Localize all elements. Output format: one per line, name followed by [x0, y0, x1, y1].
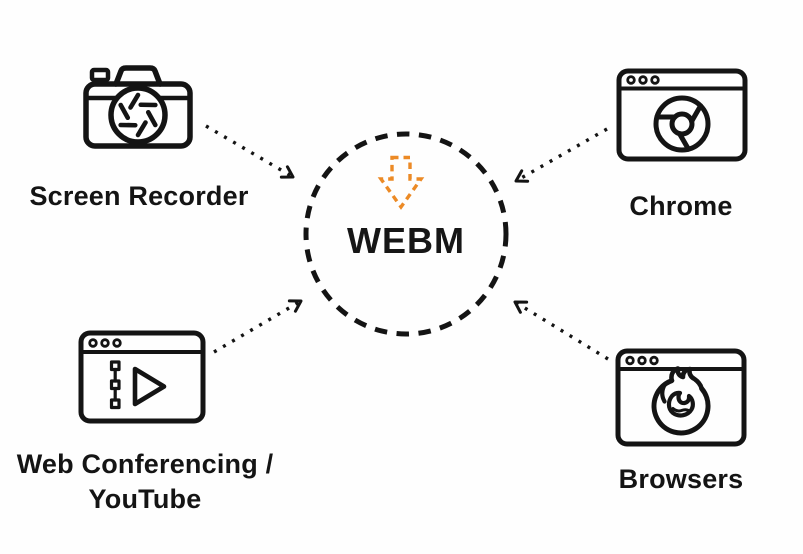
node-label-screen-recorder: Screen Recorder: [29, 181, 249, 211]
webm-circle: [303, 131, 509, 337]
video-player-window-icon: [78, 330, 206, 424]
arrow-webconferencing-to-webm: [213, 299, 303, 354]
node-label-chrome: Chrome: [629, 191, 733, 221]
center-format-label: WEBM: [347, 220, 465, 261]
camera-icon: [83, 65, 193, 149]
arrow-screen-recorder-to-webm: [205, 124, 295, 179]
arrow-chrome-to-webm: [514, 127, 608, 183]
chrome-browser-window-icon: [616, 68, 748, 162]
firefox-browser-window-icon: [615, 348, 747, 447]
node-label-browsers: Browsers: [618, 464, 744, 494]
node-label-web-conferencing-youtube: Web Conferencing / YouTube: [16, 449, 274, 514]
arrow-browsers-to-webm: [513, 300, 609, 361]
download-arrow-icon: [377, 155, 425, 210]
